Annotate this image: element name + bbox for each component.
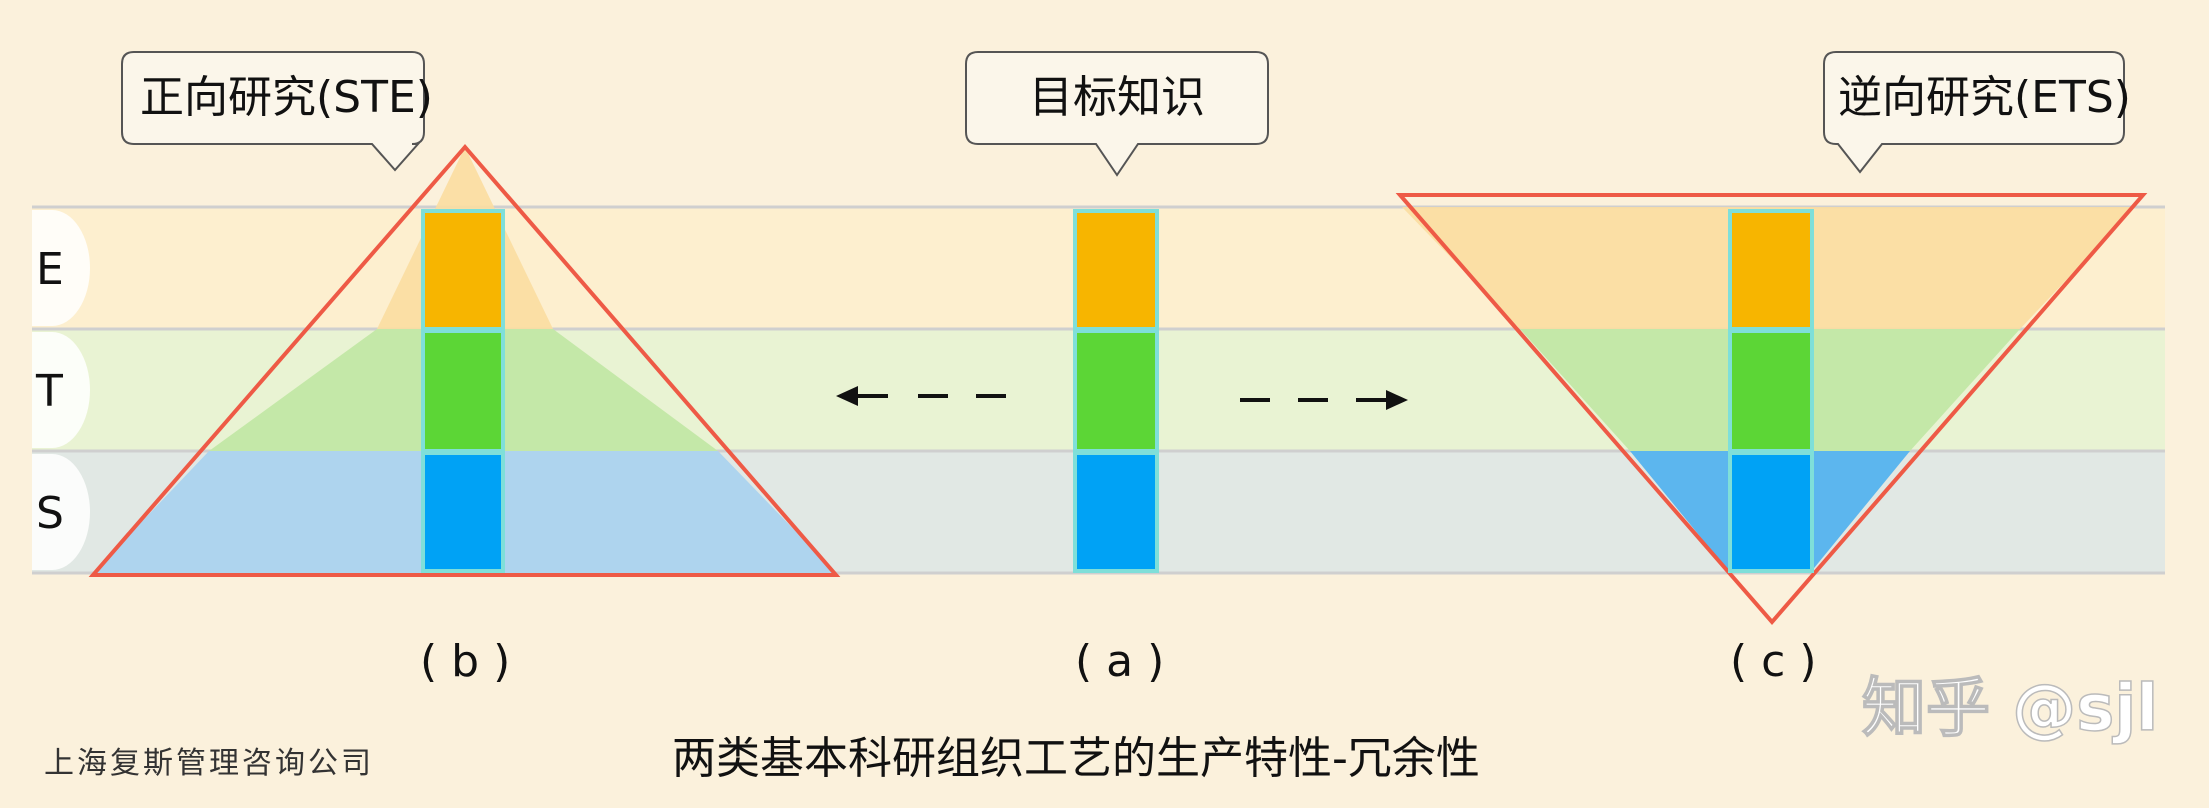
band-label-e: E <box>36 244 64 295</box>
knowledge-column-b <box>421 209 505 573</box>
knowledge-column-c <box>1728 209 1814 573</box>
inverted-outline <box>1395 193 2148 626</box>
band-label-t: T <box>35 366 63 417</box>
callout-reverse-label: 逆向研究(ETS) <box>1838 72 2131 123</box>
block-s <box>421 451 505 573</box>
diagram-caption: 两类基本科研组织工艺的生产特性-冗余性 <box>672 733 1480 784</box>
block-t <box>421 329 505 453</box>
knowledge-column-a <box>1073 209 1159 573</box>
callout-forward-bubble <box>121 51 425 172</box>
callout-target-label: 目标知识 <box>1029 72 1205 123</box>
sub-label-a: (a) <box>1075 636 1178 687</box>
arrow-right <box>1240 390 1408 410</box>
watermark: 知乎 @sjl <box>1862 672 2158 746</box>
band-label-bubble-s <box>32 454 90 570</box>
band-label-bubble-t <box>32 332 90 448</box>
band-label-s: S <box>36 488 64 539</box>
arrow-left <box>836 386 1006 406</box>
band-labels: E T S <box>32 210 90 570</box>
callout-target-bubble <box>965 51 1269 177</box>
block-s <box>1073 451 1159 573</box>
arrow-right-head <box>1386 390 1408 410</box>
callout-forward: 正向研究(STE) <box>121 51 433 172</box>
sub-label-c: (c) <box>1730 636 1831 687</box>
block-t <box>1073 329 1159 453</box>
block-e <box>1728 209 1814 331</box>
sub-label-b: (b) <box>420 636 524 687</box>
block-e <box>1073 209 1159 331</box>
block-e <box>421 209 505 331</box>
callout-reverse-bubble <box>1823 51 2125 174</box>
callout-forward-label: 正向研究(STE) <box>140 72 433 123</box>
block-t <box>1728 329 1814 453</box>
band-label-bubble-e <box>32 210 90 326</box>
callout-reverse: 逆向研究(ETS) <box>1823 51 2131 174</box>
callout-target: 目标知识 <box>965 51 1269 177</box>
company-name: 上海复斯管理咨询公司 <box>44 746 374 781</box>
arrow-left-head <box>836 386 858 406</box>
block-s <box>1728 451 1814 573</box>
pyramid-outline <box>88 143 841 577</box>
